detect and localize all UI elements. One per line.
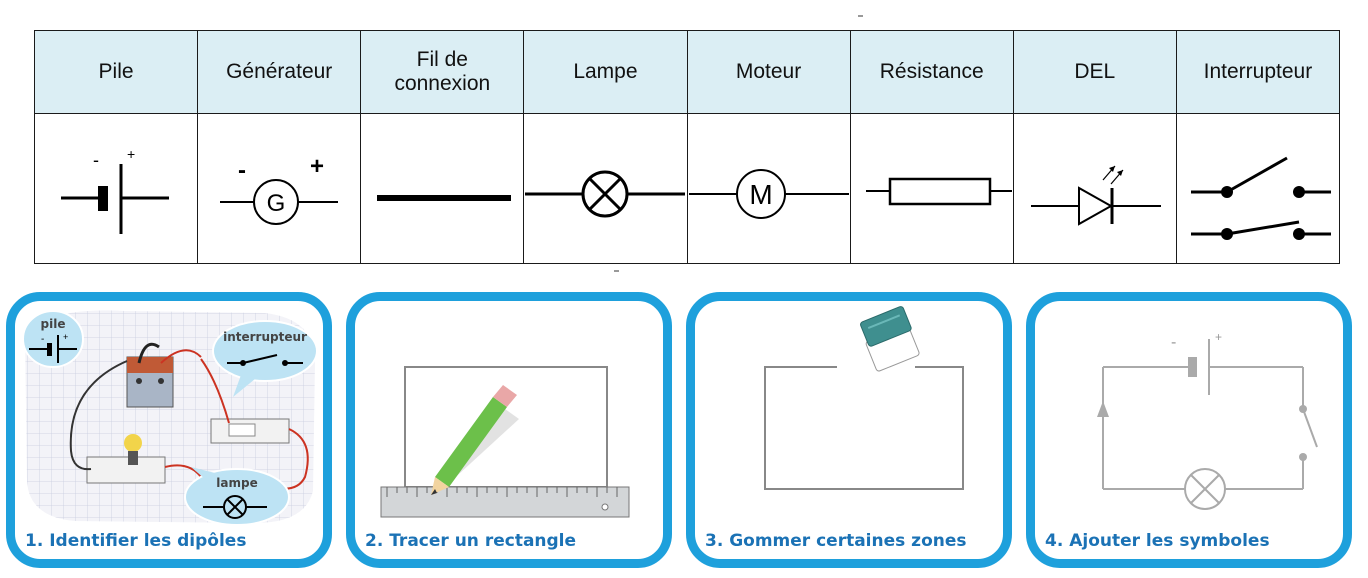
step-1-caption: 1. Identifier les dipôles: [25, 531, 247, 551]
motor-letter: M: [749, 179, 772, 210]
bubble-lampe-label: lampe: [216, 476, 257, 490]
header-interrupteur: Interrupteur: [1175, 30, 1341, 114]
bubble-interrupteur-label: interrupteur: [223, 330, 307, 344]
step-2-caption: 2. Tracer un rectangle: [365, 531, 577, 551]
cell-del: [1012, 113, 1177, 264]
table-header-row: Pile Générateur Fil de connexion Lampe M…: [33, 30, 1341, 114]
switch-symbol-icon: [1190, 156, 1331, 240]
motor-symbol-icon: M: [688, 168, 849, 219]
header-pile: Pile: [33, 30, 199, 114]
pencil-ruler-illustration: [380, 366, 630, 518]
cell-resistance: [849, 113, 1014, 264]
cell-lampe: [523, 113, 688, 264]
step-panel-3: 3. Gommer certaines zones: [686, 292, 1012, 568]
stray-mark-middle: [614, 270, 619, 272]
generator-plus-sign: +: [310, 153, 324, 180]
battery-minus-sign: -: [93, 150, 99, 170]
circuit-minus-sign: -: [1171, 334, 1176, 351]
stray-mark-top: [858, 15, 863, 17]
circuit-photo-illustration: pile - + interrupteur lampe: [22, 310, 318, 526]
battery-plus-sign: +: [127, 146, 135, 162]
resistor-symbol-icon: [865, 177, 1012, 205]
wire-symbol-icon: [377, 194, 512, 201]
step-3-caption: 3. Gommer certaines zones: [705, 531, 967, 551]
cell-moteur: M: [686, 113, 851, 264]
symbols-table: Pile Générateur Fil de connexion Lampe M…: [33, 30, 1341, 264]
led-symbol-icon: [1030, 165, 1161, 226]
header-generateur: Générateur: [197, 30, 362, 114]
lamp-symbol-icon: [525, 170, 686, 217]
bubble-pile-label: pile: [41, 317, 66, 331]
generator-minus-sign: -: [238, 157, 246, 184]
cell-fil: [360, 113, 525, 264]
step-panel-4: - + 4. Ajouter les symboles: [1026, 292, 1352, 568]
circuit-diagram-illustration: - +: [1097, 330, 1318, 510]
cell-pile: - +: [33, 113, 199, 264]
generator-symbol-icon: G - +: [220, 153, 339, 225]
step-panel-1: pile - + interrupteur lampe 1. Identifie…: [6, 292, 332, 568]
eraser-illustration: [764, 306, 964, 490]
svg-text:+: +: [63, 332, 68, 342]
circuit-plus-sign: +: [1215, 330, 1222, 344]
cell-interrupteur: [1175, 113, 1341, 264]
step-4-caption: 4. Ajouter les symboles: [1045, 531, 1270, 551]
header-fil-label: Fil de connexion: [394, 48, 491, 95]
generator-letter: G: [267, 190, 286, 217]
header-moteur: Moteur: [686, 30, 851, 114]
header-fil: Fil de connexion: [360, 30, 525, 114]
cell-generateur: G - +: [197, 113, 362, 264]
svg-text:-: -: [41, 334, 44, 345]
table-symbol-row: - + G - +: [33, 113, 1341, 264]
battery-symbol-icon: - +: [61, 146, 170, 234]
header-resistance: Résistance: [849, 30, 1014, 114]
header-del: DEL: [1012, 30, 1177, 114]
header-lampe: Lampe: [523, 30, 688, 114]
step-panel-2: 2. Tracer un rectangle: [346, 292, 672, 568]
